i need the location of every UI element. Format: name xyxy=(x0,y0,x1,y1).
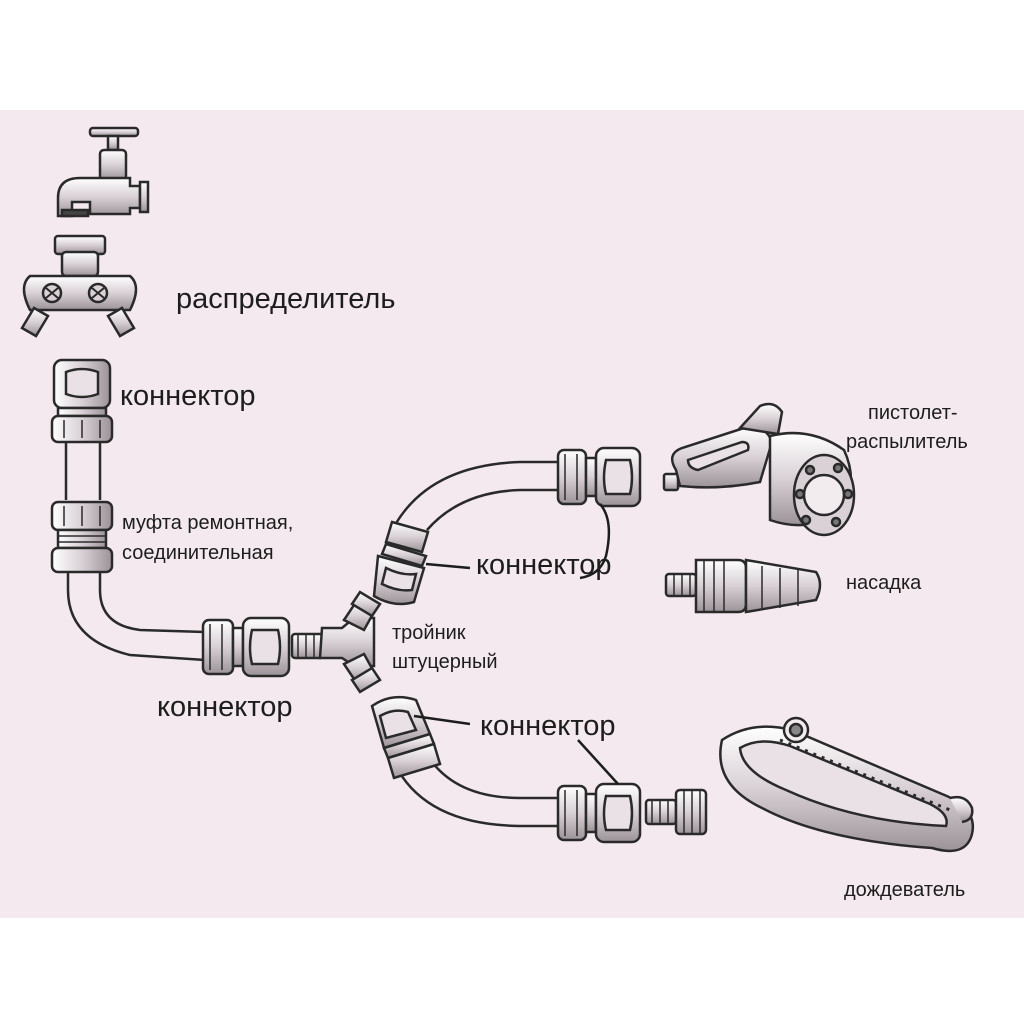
hose-segment-upper xyxy=(393,460,560,531)
hose-segment-vertical xyxy=(64,440,206,662)
connector-3a-icon xyxy=(372,520,430,606)
connector-1-icon xyxy=(50,358,114,444)
label-connector-3: коннектор xyxy=(476,549,612,581)
adapter-fitting-icon xyxy=(644,788,708,836)
label-nozzle: насадка xyxy=(846,572,922,594)
label-tee-line2: штуцерный xyxy=(392,651,498,673)
repair-coupling-icon xyxy=(50,500,114,574)
label-distributor: распределитель xyxy=(176,283,396,315)
label-connector-1: коннектор xyxy=(120,380,256,412)
tee-fitting-icon xyxy=(290,590,382,694)
distributor-icon xyxy=(20,234,138,338)
faucet-icon xyxy=(56,126,150,218)
label-coupling-line2: соединительная xyxy=(122,542,274,564)
label-spray-gun-line1: пистолет- xyxy=(868,402,958,424)
connector-4a-icon xyxy=(370,695,442,780)
connector-3b-icon xyxy=(556,446,642,508)
label-sprinkler: дождеватель xyxy=(844,879,966,901)
spray-gun-icon xyxy=(662,402,856,537)
connector-4b-icon xyxy=(556,782,642,844)
hose-segment-lower xyxy=(396,761,560,828)
nozzle-icon xyxy=(664,558,822,614)
connector-2-icon xyxy=(201,616,291,678)
label-connector-2: коннектор xyxy=(157,691,293,723)
label-spray-gun-line2: распылитель xyxy=(846,431,968,453)
label-tee-line1: тройник xyxy=(392,622,466,644)
label-coupling-line1: муфта ремонтная, xyxy=(122,512,294,534)
leader-lines xyxy=(413,503,619,785)
sprinkler-icon xyxy=(719,716,975,853)
label-connector-4: коннектор xyxy=(480,710,616,742)
